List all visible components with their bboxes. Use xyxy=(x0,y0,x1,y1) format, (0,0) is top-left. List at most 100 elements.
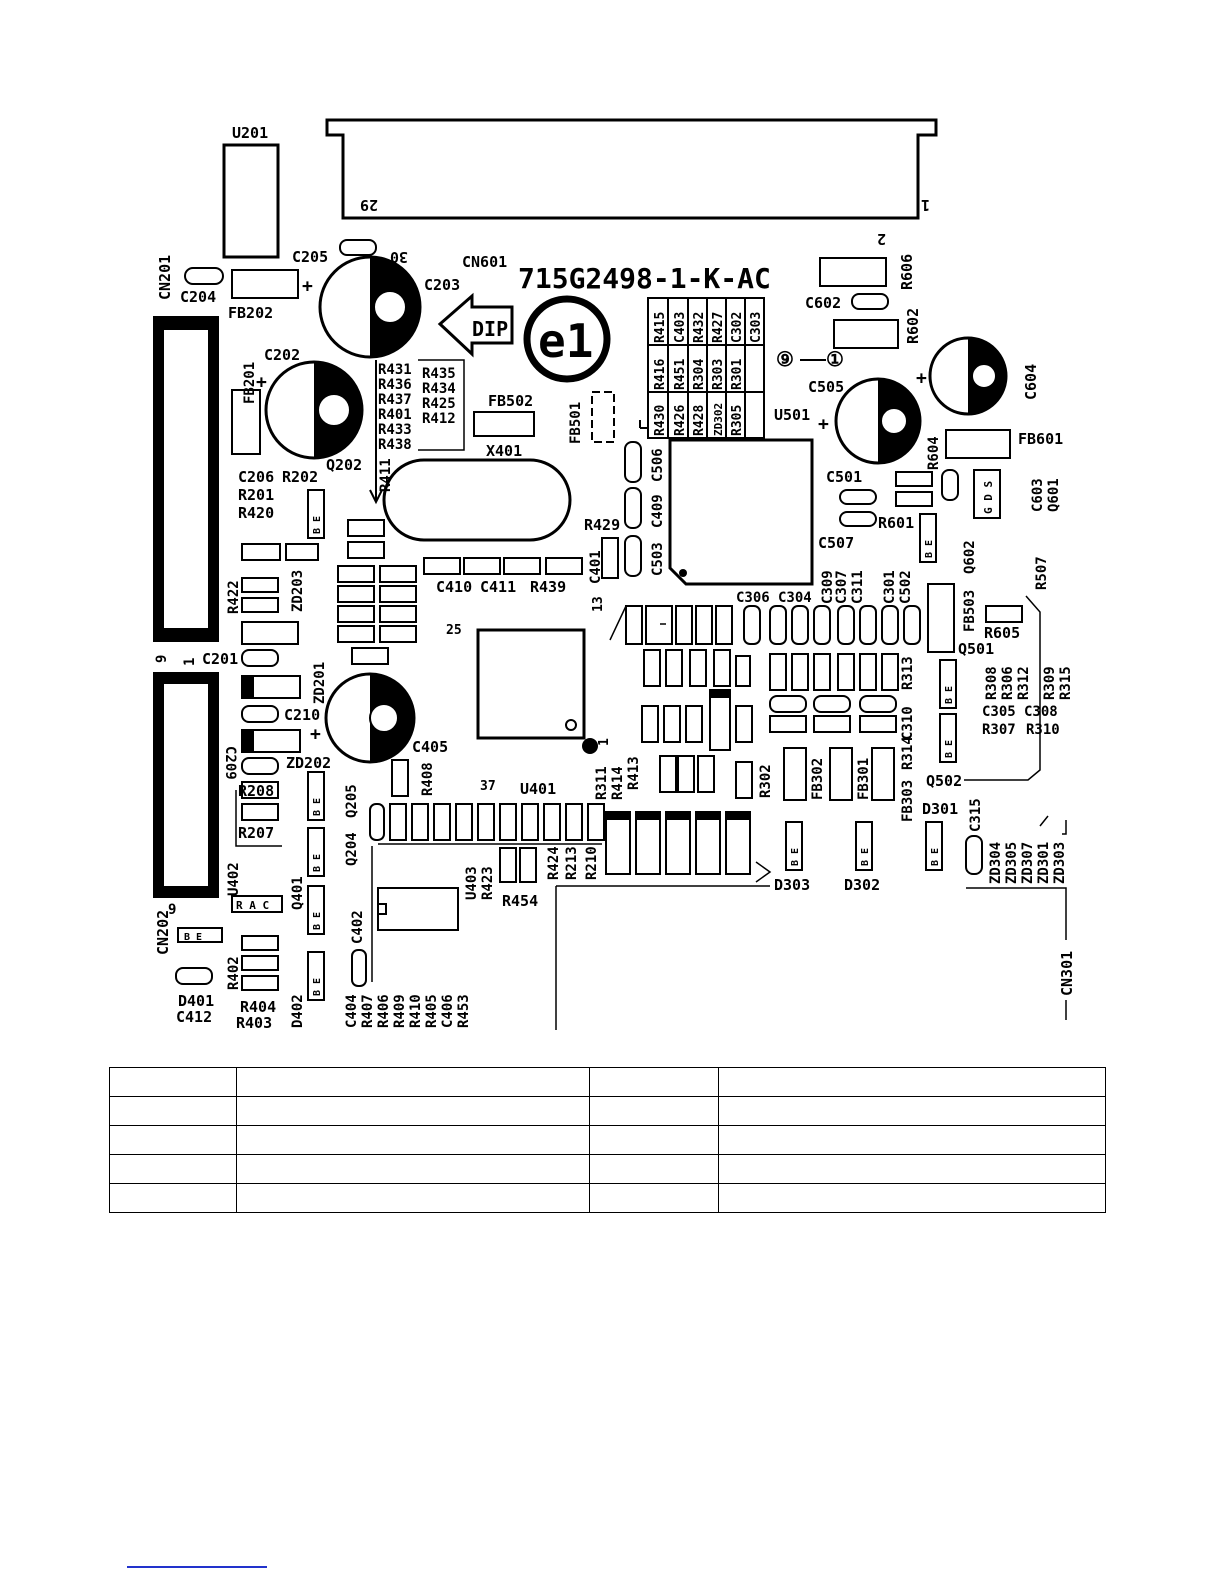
table-row xyxy=(109,1183,1106,1213)
c603-pad xyxy=(941,469,959,501)
c202-label: C202 xyxy=(264,346,300,364)
table-cell xyxy=(109,1154,237,1184)
c401-label: C401 xyxy=(588,550,604,584)
fb501-pad xyxy=(591,391,615,443)
table-row xyxy=(109,1096,1106,1126)
fb303-label: FB303 xyxy=(900,780,916,822)
q-be-a: B E xyxy=(312,798,323,816)
r437-label: R437 xyxy=(378,392,412,408)
pin-9b-label: 9 xyxy=(168,902,176,918)
r422-pad-a xyxy=(241,577,279,593)
c301-label: C301 xyxy=(882,570,898,604)
zd303-label: ZD303 xyxy=(1052,842,1068,884)
r402-label: R402 xyxy=(226,956,242,990)
plus-mark-c202: + xyxy=(256,372,267,393)
c506-pad xyxy=(624,441,642,483)
ref-r451: R451 xyxy=(673,359,688,390)
table-cell xyxy=(718,1096,1106,1126)
q501-label: Q501 xyxy=(958,640,994,658)
table-cell xyxy=(718,1125,1106,1155)
q601-gds-label: G D S xyxy=(982,481,995,514)
ref-designator-table xyxy=(647,297,765,439)
e1-mark-label: e1 xyxy=(538,314,593,368)
d303-be: B E xyxy=(790,848,801,866)
r422-pad-c xyxy=(241,621,299,645)
c315-pad xyxy=(965,835,983,875)
r424-label: R424 xyxy=(546,846,562,880)
u403-label: U403 xyxy=(464,866,480,900)
fb202-pad xyxy=(231,269,299,299)
q501-outline xyxy=(939,659,957,709)
u501-label: U501 xyxy=(774,406,810,424)
pin-mark-9: ⑨ xyxy=(776,347,794,371)
footer-link-underline[interactable] xyxy=(127,1566,267,1568)
c404-label: C404 xyxy=(344,994,360,1028)
c310-label: C310 xyxy=(900,706,916,740)
r601-pad xyxy=(895,491,933,507)
r311-label: R311 xyxy=(594,766,610,800)
fb503-pad xyxy=(927,583,955,653)
r401-label: R401 xyxy=(378,407,412,423)
r312-label: R312 xyxy=(1016,666,1032,700)
q205-label: Q205 xyxy=(344,784,360,818)
c405-label: C405 xyxy=(412,738,448,756)
zd301-label: ZD301 xyxy=(1036,842,1052,884)
r306-label: R306 xyxy=(1000,666,1016,700)
d303-label: D303 xyxy=(774,876,810,894)
u401-ic xyxy=(476,628,586,740)
table-cell xyxy=(718,1183,1106,1213)
r30x-labels: R308 R306 R312 R309 R315 C305 C308 R307 … xyxy=(982,666,1074,738)
fb502-label: FB502 xyxy=(488,392,533,410)
pin-13-label: 13 xyxy=(591,596,606,612)
pin-mark-1: ① xyxy=(826,347,844,371)
table-cell xyxy=(109,1183,237,1213)
table-cell xyxy=(236,1154,590,1184)
r601-label: R601 xyxy=(878,514,914,532)
table-cell xyxy=(236,1067,590,1097)
r302-label: R302 xyxy=(758,764,774,798)
q501-be: B E xyxy=(944,686,955,704)
fb201-pad xyxy=(231,389,261,455)
r435-label: R435 xyxy=(422,366,456,382)
r507-label: R507 xyxy=(1034,556,1050,590)
r453-label: R453 xyxy=(456,994,472,1028)
pin-25-label: 25 xyxy=(446,623,462,638)
dip-arrow xyxy=(437,292,514,358)
d301-label: D301 xyxy=(922,800,958,818)
r315-label: R315 xyxy=(1058,666,1074,700)
c201-label: C201 xyxy=(202,650,238,668)
zd203-pad xyxy=(285,543,319,561)
r202-label: R202 xyxy=(282,468,318,486)
c210-label: C210 xyxy=(284,706,320,724)
table-cell xyxy=(589,1183,719,1213)
r410-label: R410 xyxy=(408,994,424,1028)
pin-37-label: 37 xyxy=(480,779,496,794)
d401-label: D401 xyxy=(178,992,214,1010)
c203-label: C203 xyxy=(424,276,460,294)
c412-label: C412 xyxy=(176,1008,212,1026)
cn601-connector-outline xyxy=(325,118,938,220)
c603-label: C603 xyxy=(1030,478,1046,512)
c507-label: C507 xyxy=(818,534,854,552)
c315-label: C315 xyxy=(968,798,984,832)
table-cell xyxy=(589,1067,719,1097)
r208-label: R208 xyxy=(238,782,274,800)
fb302-label: FB302 xyxy=(810,758,826,800)
c409-label: C409 xyxy=(650,494,666,528)
r406-label: R406 xyxy=(376,994,392,1028)
table-row xyxy=(109,1125,1106,1155)
resistor-pad-grid xyxy=(337,519,583,665)
r433-label: R433 xyxy=(378,422,412,438)
d302-outline xyxy=(855,821,873,871)
d402-outline xyxy=(307,951,325,1001)
zd307-label: ZD307 xyxy=(1020,842,1036,884)
fb502-pad xyxy=(473,411,535,437)
r308-label: R308 xyxy=(984,666,1000,700)
r409-label: R409 xyxy=(392,994,408,1028)
r422-pad-b xyxy=(241,597,279,613)
pin-9-label: 9 xyxy=(154,655,170,663)
r436-label: R436 xyxy=(378,377,412,393)
zd304-label: ZD304 xyxy=(988,842,1004,884)
c401-pad xyxy=(601,537,619,579)
r423-label: R423 xyxy=(480,866,496,900)
